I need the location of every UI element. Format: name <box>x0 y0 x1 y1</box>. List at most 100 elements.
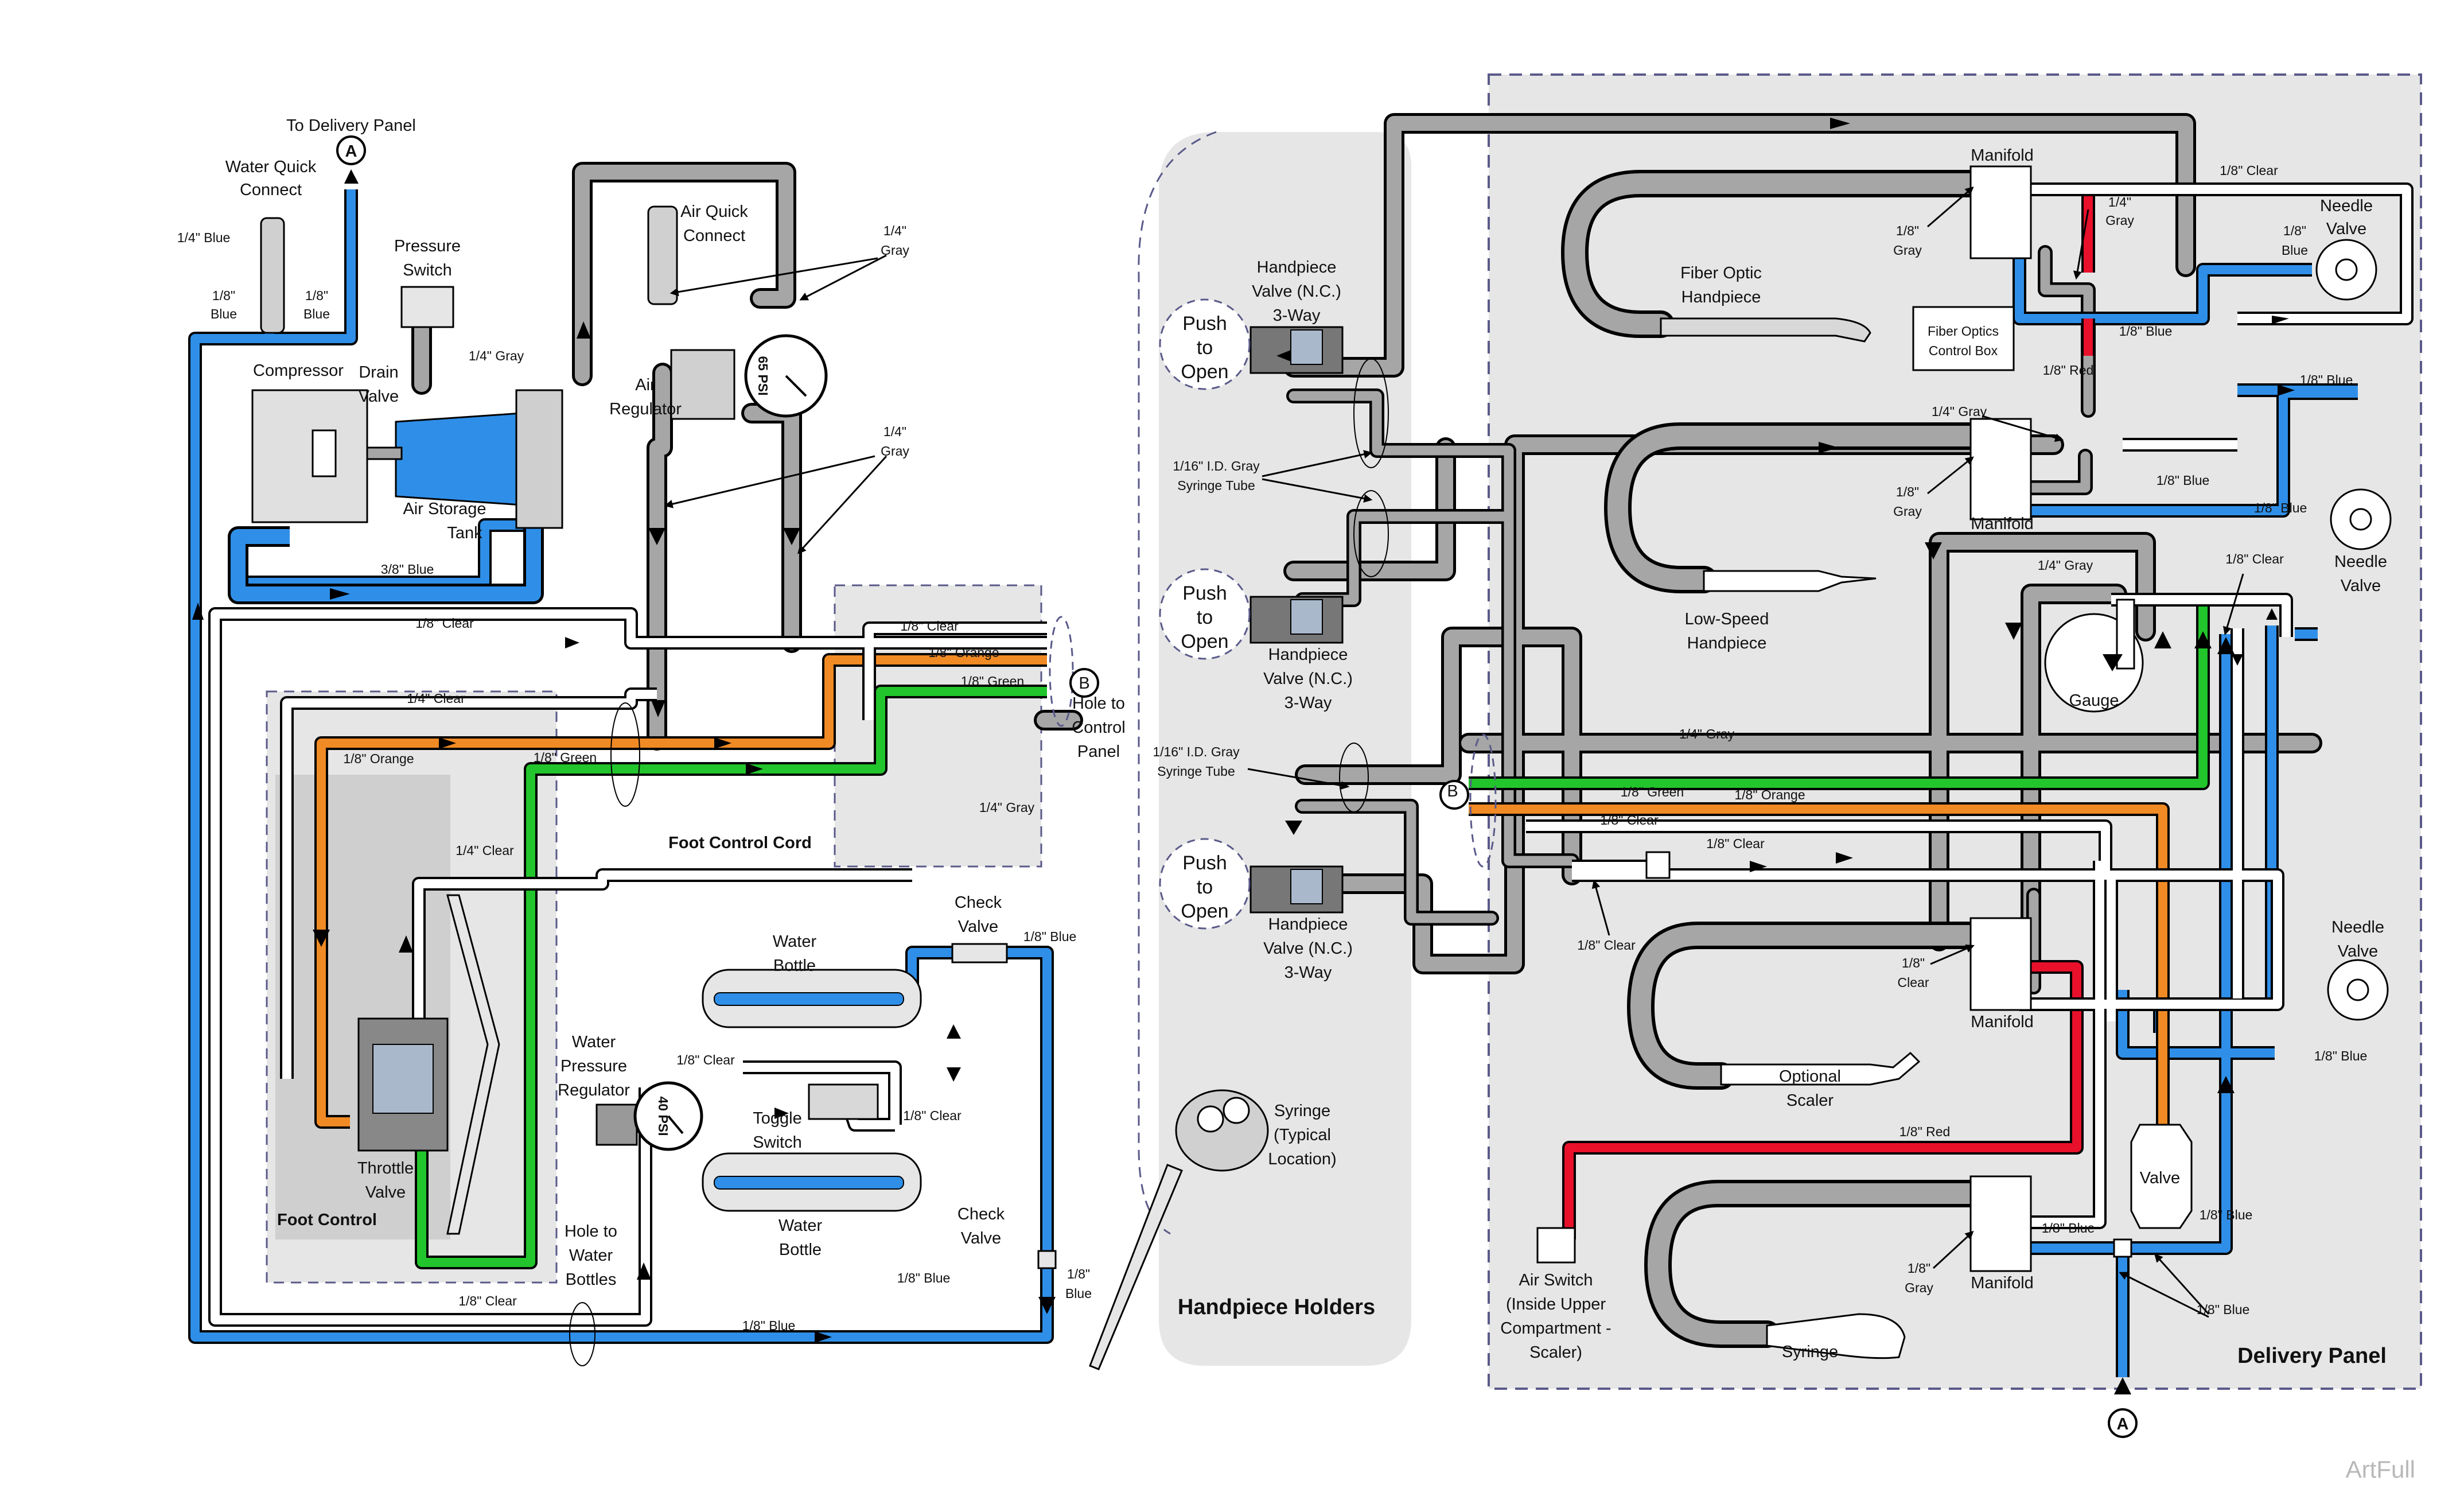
push-circle-1 <box>1159 298 1251 390</box>
clear-14-b-label: 1/4" Clear <box>456 843 514 858</box>
callout-a-right <box>2108 1408 2138 1438</box>
water-bottle-bottom-inner <box>714 1176 904 1190</box>
manifold-4 <box>1969 1175 2032 1272</box>
callout-a-left <box>336 135 366 165</box>
gray-air-tubes <box>411 113 2322 1348</box>
blue-18-cv1-label: 1/8" Blue <box>1023 929 1077 944</box>
drain-valve-pipe <box>366 446 403 460</box>
water-bottle-top-inner <box>714 992 904 1006</box>
cord-bundle-ring <box>610 702 640 807</box>
low-speed-handpiece <box>1703 570 1877 592</box>
manifold-2-label: Manifold <box>1971 515 2034 533</box>
push-circle-3 <box>1159 838 1251 930</box>
toggle-switch <box>808 1083 879 1120</box>
air-regulator <box>670 349 735 420</box>
check-valve-bottom <box>1037 1250 1057 1269</box>
clear-18-bus2-label: 1/8" Clear <box>1706 836 1765 851</box>
gauge-65-label: 65 PSI <box>756 356 770 395</box>
tube-ring-1 <box>1353 358 1389 468</box>
artfull-watermark: ArtFull <box>2346 1456 2415 1483</box>
delivery-labels: Manifold 1/8" Clear 1/4"Gray 1/8"Gray Ne… <box>1447 146 2387 1433</box>
syringe-label: Syringe <box>1782 1343 1838 1361</box>
red-18-m4-label: 1/8" Red <box>1899 1124 1951 1139</box>
air-quick-connect <box>647 205 678 305</box>
valve-label: Valve <box>2140 1169 2180 1187</box>
callout-b-right <box>1439 780 1469 810</box>
syringe-button-1 <box>1197 1105 1224 1133</box>
needle-valve-3-hub <box>2346 978 2369 1001</box>
water-quick-connect <box>260 217 285 334</box>
clear-18-bottom-label: 1/8" Clear <box>458 1293 517 1308</box>
callout-b-left-text: B <box>1079 674 1089 693</box>
gauge-label: Gauge <box>2069 691 2119 710</box>
bus-ring <box>1469 733 1497 868</box>
delivery-components <box>336 135 2392 1438</box>
green-18-left-label: 1/8" Green <box>534 750 597 765</box>
manifold-2 <box>1969 418 2032 520</box>
leader-lines <box>664 186 2244 1318</box>
gray-14-line-label: 1/4" Gray <box>469 348 524 363</box>
blue-18-m2b-label: 1/8" Blue <box>2254 500 2307 515</box>
gray-14-m2-label: 1/4" Gray <box>1932 404 1987 419</box>
gray-18-m4-label: 1/8"Gray <box>1905 1261 1933 1295</box>
delivery-panel-title: Delivery Panel <box>2237 1344 2387 1368</box>
clear-18-wpr-label: 1/8" Clear <box>676 1052 735 1067</box>
holder-dash-edge <box>1138 131 1217 1235</box>
scaler <box>1720 1051 1921 1086</box>
air-storage-tank <box>395 412 523 506</box>
pressure-switch <box>400 286 454 328</box>
to-delivery-panel-label: To Delivery Panel <box>286 116 416 135</box>
blue-18-m4-label: 1/8" Blue <box>2042 1221 2095 1235</box>
clear-18-m3-label: 1/8"Clear <box>1898 955 1929 990</box>
clear-18-bus3-label: 1/8" Clear <box>1577 938 1636 953</box>
compressor <box>251 389 368 523</box>
gray-18-m2-label: 1/8"Gray <box>1893 484 1922 519</box>
blue-18-label-a: 1/8"Blue <box>211 288 237 321</box>
clear-18-g-label: 1/8" Clear <box>2225 551 2284 566</box>
check-valve-top <box>951 943 1008 963</box>
clear-18-top-label: 1/8" Clear <box>2220 163 2278 178</box>
air-switch <box>1536 1227 1576 1264</box>
blue-18-valve-label: 1/8" Blue <box>2200 1207 2253 1222</box>
foot-control-cord-label: Foot Control Cord <box>668 834 812 852</box>
clear-18-toggle-label: 1/8" Clear <box>903 1108 962 1123</box>
compressor-label: Compressor <box>253 362 344 380</box>
holder-components <box>1089 298 1497 1370</box>
gray-14-mid-label: 1/4"Gray <box>881 424 909 458</box>
blue-18-nv2top-label: 1/8" Blue <box>2300 372 2353 387</box>
blue-t-fitting <box>2113 1238 2132 1258</box>
orange-18-cord-label: 1/8" Orange <box>928 645 999 660</box>
water-gauge-needle <box>667 1115 684 1134</box>
tube-ring-2 <box>1353 490 1389 577</box>
gray-14-cord-label: 1/4" Gray <box>979 800 1035 815</box>
gauge-needle <box>785 375 807 397</box>
syringe-handle <box>1089 1164 1183 1370</box>
syringe-head <box>1175 1089 1269 1172</box>
gray-14-bus-label: 1/4" Gray <box>1679 726 1735 741</box>
